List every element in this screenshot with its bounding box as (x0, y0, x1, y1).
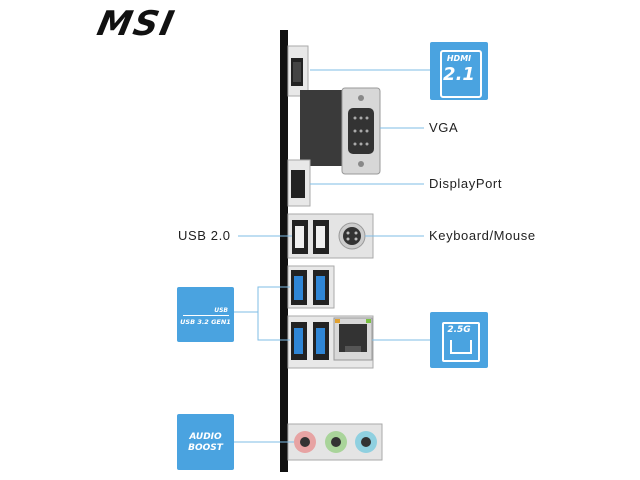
hdmi-badge: HDMI 2.1 (430, 42, 488, 100)
lan-icon (442, 322, 480, 362)
usb32-badge-gen: USB 3.2 GEN1 (180, 318, 231, 326)
usb32-badge-divider (183, 315, 229, 316)
hdmi-port (287, 45, 309, 97)
ps2-port (338, 222, 366, 250)
usb32-badge: USB USB 3.2 GEN1 (177, 287, 234, 342)
audio-boost-line2: BOOST (188, 443, 223, 453)
keyboard-mouse-label: Keyboard/Mouse (429, 228, 536, 243)
audio-jacks (287, 423, 383, 461)
vga-port (300, 87, 381, 175)
leader-lines (234, 69, 430, 443)
lan-port (333, 317, 373, 361)
usb20-label: USB 2.0 (178, 228, 231, 243)
usb32-bracket (257, 286, 290, 341)
hdmi-badge-top: HDMI (446, 54, 472, 63)
io-shield-edge (280, 30, 288, 472)
displayport-label: DisplayPort (429, 176, 503, 191)
usb32-badge-small: USB (214, 307, 228, 314)
hdmi-badge-version: 2.1 (443, 64, 475, 85)
hdmi-icon (440, 50, 482, 98)
ethernet-icon (450, 340, 472, 354)
vga-label: VGA (429, 120, 459, 135)
displayport-port (287, 159, 311, 207)
audio-boost-line1: AUDIO (189, 432, 222, 442)
audio-boost-badge: AUDIO BOOST (177, 414, 234, 470)
lan-badge: 2.5G (430, 312, 488, 368)
lan-badge-speed: 2.5G (447, 325, 471, 335)
usb32-upper-ports (287, 265, 335, 309)
